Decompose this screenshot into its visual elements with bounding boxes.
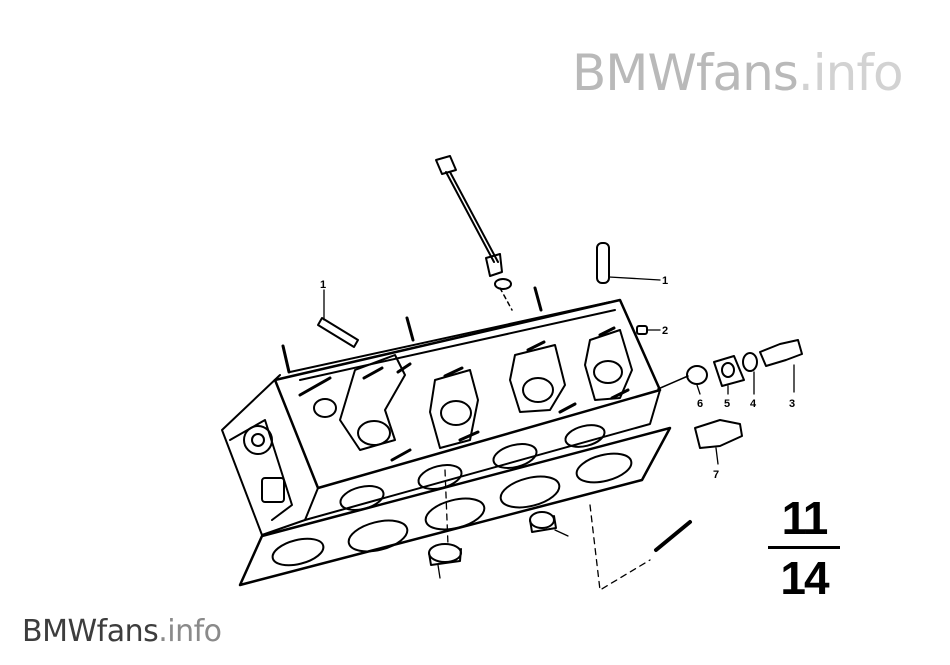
dowel-pins [317, 242, 610, 348]
ring-part-6 [686, 365, 708, 385]
page-number-group: 11 [781, 492, 829, 544]
leader-lines [323, 276, 795, 591]
page-number: 11 14 [768, 493, 840, 603]
callout-6: 6 [697, 398, 703, 410]
oil-rod [435, 155, 513, 311]
callout-2: 2 [662, 325, 668, 337]
callout-3: 3 [789, 398, 795, 410]
watermark-bottom-tld: .info [158, 614, 222, 649]
exhaust-ports [313, 329, 633, 451]
page-number-sheet: 14 [780, 552, 829, 604]
head-gasket [238, 426, 672, 587]
watermark-bottom: BMWfans.info [22, 614, 222, 649]
page-number-divider [768, 546, 840, 549]
washer-part-4 [742, 352, 758, 372]
watermark-top: BMWfans.info [572, 44, 904, 102]
cylinder-head-block [221, 298, 662, 536]
callout-1b: 1 [662, 275, 668, 287]
union-part-3 [759, 339, 803, 367]
callout-4: 4 [750, 398, 757, 410]
fitting-part-7 [694, 419, 743, 449]
valve-seals [428, 511, 692, 566]
plug-part-2 [636, 325, 648, 335]
fittings [657, 339, 803, 449]
watermark-top-brand: BMWfans [572, 44, 799, 102]
watermark-bottom-brand: BMWfans [22, 614, 159, 649]
nut-part-5 [713, 355, 745, 387]
studs [281, 286, 630, 462]
watermark-top-tld: .info [797, 44, 904, 102]
callout-5: 5 [724, 398, 730, 410]
callout-7: 7 [713, 469, 719, 481]
callout-1a: 1 [320, 279, 326, 291]
callout-numbers: 1 1 2 3 4 5 6 7 [320, 275, 795, 481]
